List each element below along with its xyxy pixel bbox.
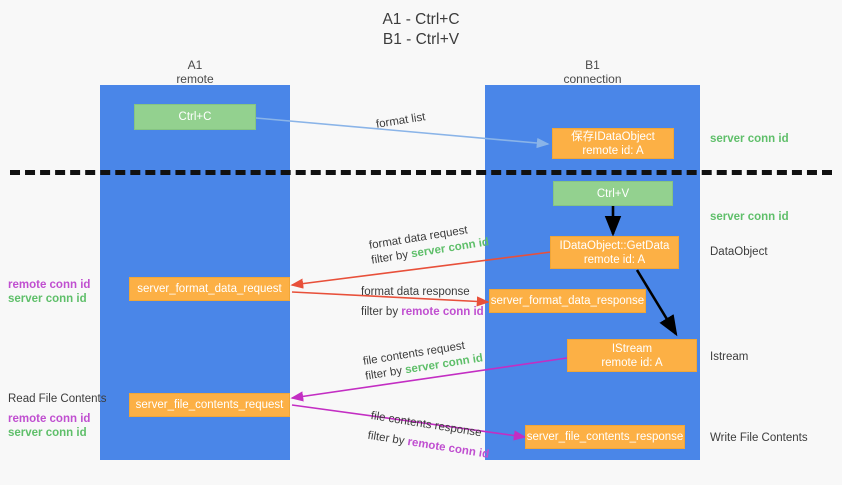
lane-b1-subtitle: connection	[563, 72, 622, 86]
node-server-format-data-request-label: server_format_data_request	[137, 283, 282, 295]
side-label-remote-conn-id-2: remote conn id	[8, 413, 91, 425]
edge-label-file-contents-response: file contents response filter by remote …	[367, 409, 494, 463]
side-label-istream: Istream	[710, 351, 749, 363]
page-title: A1 - Ctrl+C B1 - Ctrl+V	[0, 10, 842, 50]
node-idataobject-getdata[interactable]: IDataObject::GetData remote id: A	[550, 236, 679, 269]
node-server-format-data-response-label: server_format_data_response	[490, 295, 645, 307]
node-ctrl-c-label: Ctrl+C	[178, 111, 212, 123]
node-server-file-contents-request-label: server_file_contents_request	[135, 399, 284, 411]
phase-divider	[10, 170, 832, 175]
side-label-server-conn-id-top: server conn id	[710, 133, 789, 145]
node-save-idataobject-remote-id: remote id: A	[582, 144, 644, 157]
side-label-write-file-contents: Write File Contents	[710, 432, 808, 444]
node-istream[interactable]: IStream remote id: A	[567, 339, 697, 372]
node-idataobject-getdata-remote-id: remote id: A	[583, 253, 646, 266]
filter-key-remote-conn-id: remote conn id	[401, 306, 484, 318]
edge-label-format-data-request: format data request filter by server con…	[368, 220, 490, 268]
edge-label-format-data-response-filter: filter by remote conn id	[361, 305, 484, 320]
node-server-format-data-request[interactable]: server_format_data_request	[129, 277, 290, 301]
node-istream-label: IStream	[611, 342, 653, 355]
node-save-idataobject-label: 保存IDataObject	[571, 130, 655, 143]
title-line-1: A1 - Ctrl+C	[382, 11, 460, 28]
edge-label-format-list: format list	[375, 110, 427, 133]
side-label-server-conn-id-second: server conn id	[710, 211, 789, 223]
edge-label-format-list-text: format list	[375, 111, 427, 131]
node-istream-remote-id: remote id: A	[601, 356, 663, 369]
lane-a1-title: A1	[187, 58, 203, 72]
node-server-file-contents-response-label: server_file_contents_response	[526, 431, 684, 443]
edge-label-file-contents-request: file contents request filter by server c…	[362, 336, 484, 384]
title-line-2: B1 - Ctrl+V	[382, 31, 460, 48]
edge-label-format-data-response-text: format data response	[361, 286, 470, 298]
side-label-read-file-contents: Read File Contents	[8, 393, 107, 405]
lane-header-b1: B1 connection	[485, 58, 700, 86]
lane-b1-title: B1	[585, 58, 600, 72]
node-save-idataobject[interactable]: 保存IDataObject remote id: A	[552, 128, 674, 159]
lane-header-a1: A1 remote	[100, 58, 290, 86]
node-ctrl-v[interactable]: Ctrl+V	[553, 181, 673, 206]
node-server-file-contents-request[interactable]: server_file_contents_request	[129, 393, 290, 417]
edge-label-format-data-response: format data response filter by remote co…	[361, 285, 484, 320]
node-idataobject-getdata-label: IDataObject::GetData	[559, 239, 670, 252]
node-ctrl-c[interactable]: Ctrl+C	[134, 104, 256, 130]
filter-prefix: filter by	[361, 306, 399, 318]
lane-a1-subtitle: remote	[176, 72, 214, 86]
side-label-server-conn-id-1: server conn id	[8, 293, 87, 305]
filter-prefix: filter by	[366, 429, 406, 448]
side-label-dataobject: DataObject	[710, 246, 768, 258]
side-label-server-conn-id-2: server conn id	[8, 427, 87, 439]
node-server-file-contents-response[interactable]: server_file_contents_response	[525, 425, 685, 449]
node-ctrl-v-label: Ctrl+V	[596, 187, 630, 200]
node-server-format-data-response[interactable]: server_format_data_response	[489, 289, 646, 313]
side-label-remote-conn-id-1: remote conn id	[8, 279, 91, 291]
